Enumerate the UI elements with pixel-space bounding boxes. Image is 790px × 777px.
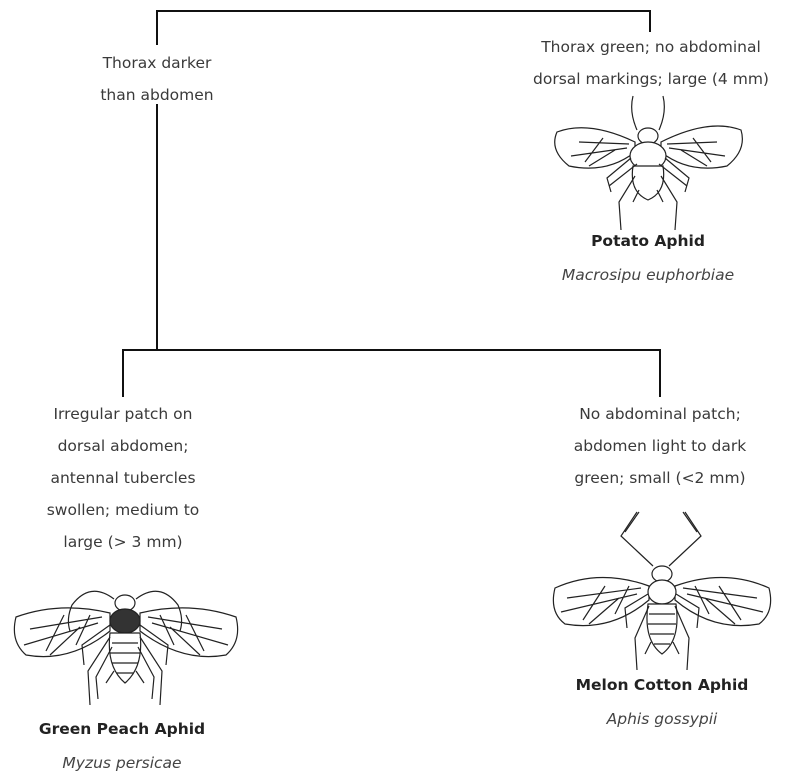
couplet-line: green; small (<2 mm) [530,462,790,494]
melon-cotton-scientific-name: Aphis gossypii [545,710,779,728]
couplet-thorax-darker: Thorax darker than abdomen [72,47,242,111]
potato-scientific-name: Macrosipu euphorbiae [528,266,768,284]
bottom-branch-line [123,350,660,397]
green-peach-scientific-name: Myzus persicae [22,754,222,772]
couplet-line: swollen; medium to [18,494,228,526]
melon-cotton-aphid-illustration [549,508,775,678]
couplet-line: large (> 3 mm) [18,526,228,558]
couplet-line: antennal tubercles [18,462,228,494]
couplet-line: Thorax darker [72,47,242,79]
couplet-melon-cotton: No abdominal patch; abdomen light to dar… [530,398,790,494]
couplet-line: dorsal abdomen; [18,430,228,462]
couplet-green-peach: Irregular patch on dorsal abdomen; anten… [18,398,228,558]
couplet-line: dorsal markings; large (4 mm) [506,63,790,95]
potato-common-name: Potato Aphid [562,232,734,250]
couplet-line: No abdominal patch; [530,398,790,430]
green-peach-aphid-illustration [10,575,242,710]
green-peach-common-name: Green Peach Aphid [22,720,222,738]
couplet-line: than abdomen [72,79,242,111]
melon-cotton-common-name: Melon Cotton Aphid [545,676,779,694]
couplet-line: Thorax green; no abdominal [506,31,790,63]
couplet-potato: Thorax green; no abdominal dorsal markin… [506,31,790,95]
potato-aphid-illustration [549,92,747,232]
couplet-line: Irregular patch on [18,398,228,430]
couplet-line: abdomen light to dark [530,430,790,462]
